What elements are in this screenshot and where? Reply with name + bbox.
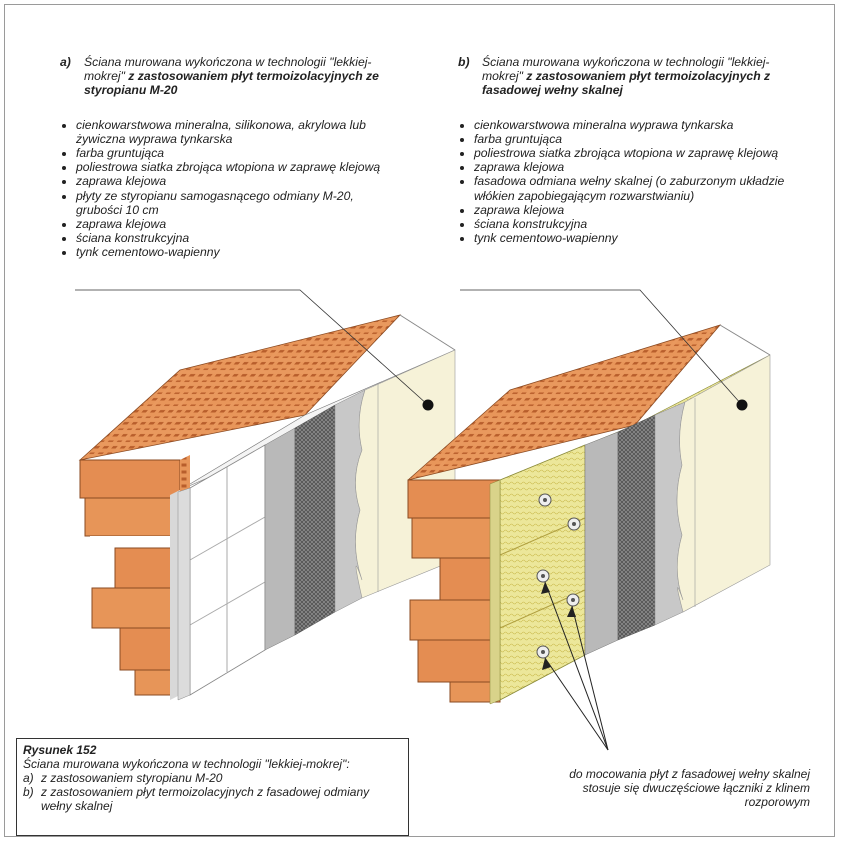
list-item: zaprawa klejowa: [60, 217, 400, 231]
fastener-icon: [567, 517, 581, 531]
fastener-icon: [538, 493, 552, 507]
section-a-title-normal: Ściana murowana wykończona w technologii…: [84, 55, 372, 84]
section-a-title-bold: z zastosowaniem płyt termoizolacyjnych z…: [84, 69, 379, 98]
caption-item-a: a) z zastosowaniem styropianu M-20: [23, 771, 402, 785]
caption-b-text: z zastosowaniem płyt termoizolacyjnych z…: [41, 785, 370, 813]
list-item: płyty ze styropianu samogasnącego odmian…: [60, 189, 400, 217]
list-item: poliestrowa siatka zbrojąca wtopiona w z…: [458, 146, 793, 160]
fastener-arrows: [544, 581, 609, 751]
fastener-icon: [536, 645, 550, 659]
list-item: ściana konstrukcyjna: [458, 217, 793, 231]
section-a-letter: a): [60, 55, 71, 69]
wall-b-drawing: [407, 289, 771, 751]
section-a-heading: a) Ściana murowana wykończona w technolo…: [60, 55, 400, 98]
list-item: farba gruntująca: [60, 146, 400, 160]
list-item: tynk cementowo-wapienny: [458, 231, 793, 245]
list-item: zaprawa klejowa: [458, 203, 793, 217]
caption-text: Ściana murowana wykończona w technologii…: [23, 757, 350, 771]
section-b: b) Ściana murowana wykończona w technolo…: [458, 55, 793, 245]
section-a: a) Ściana murowana wykończona w technolo…: [60, 55, 400, 260]
section-a-title: Ściana murowana wykończona w technologii…: [84, 55, 400, 98]
figure-caption: Rysunek 152 Ściana murowana wykończona w…: [16, 738, 409, 836]
list-item: cienkowarstwowa mineralna wyprawa tynkar…: [458, 118, 793, 132]
fastener-icon: [566, 593, 580, 607]
caption-a-letter: a): [23, 771, 34, 785]
wall-a-styrofoam: [177, 444, 266, 701]
list-item: fasadowa odmiana wełny skalnej (o zaburz…: [458, 174, 793, 203]
list-item: zaprawa klejowa: [458, 160, 793, 174]
list-item: poliestrowa siatka zbrojąca wtopiona w z…: [60, 160, 400, 174]
page-frame: [4, 4, 835, 837]
section-a-layer-list: cienkowarstwowa mineralna, silikonowa, a…: [60, 118, 400, 260]
list-item: farba gruntująca: [458, 132, 793, 146]
section-b-title-bold: z zastosowaniem płyt termoizolacyjnych z…: [482, 69, 771, 98]
wall-b-bricks: [407, 479, 501, 703]
list-item: tynk cementowo-wapienny: [60, 245, 400, 259]
section-b-title: Ściana murowana wykończona w technologii…: [482, 55, 793, 98]
list-item: cienkowarstwowa mineralna, silikonowa, a…: [60, 118, 400, 146]
caption-title: Rysunek 152: [23, 743, 97, 757]
fastener-note: do mocowania płyt z fasadowej wełny skal…: [569, 767, 810, 809]
wall-b-wool: [489, 444, 586, 705]
fastener-icon: [536, 569, 550, 583]
caption-a-text: z zastosowaniem styropianu M-20: [41, 771, 223, 785]
wall-a-drawing: [75, 289, 456, 701]
caption-item-b: b) z zastosowaniem płyt termoizolacyjnyc…: [23, 785, 402, 813]
list-item: ściana konstrukcyjna: [60, 231, 400, 245]
section-b-letter: b): [458, 55, 470, 69]
section-b-heading: b) Ściana murowana wykończona w technolo…: [458, 55, 793, 98]
section-b-layer-list: cienkowarstwowa mineralna wyprawa tynkar…: [458, 118, 793, 246]
list-item: zaprawa klejowa: [60, 174, 400, 188]
section-b-title-normal: Ściana murowana wykończona w technologii…: [482, 55, 770, 84]
caption-b-letter: b): [23, 785, 34, 799]
